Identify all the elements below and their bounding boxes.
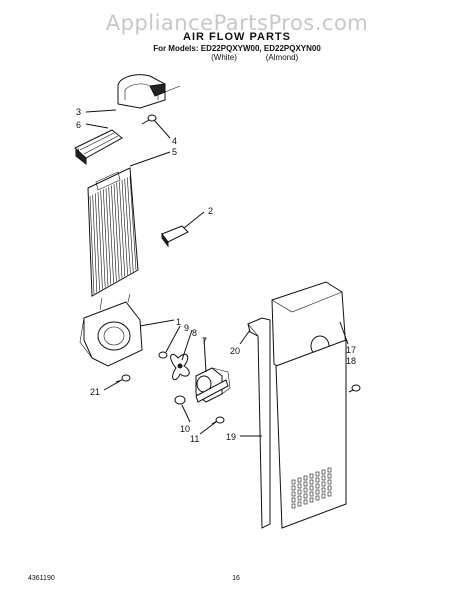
- cover-rib: [103, 189, 109, 287]
- callout-1: 1: [176, 317, 181, 327]
- part-screw-18: [348, 384, 361, 393]
- callout-8: 8: [192, 328, 197, 338]
- cover-rib: [111, 185, 117, 282]
- vent-slot: [303, 481, 308, 487]
- callout-18: 18: [346, 356, 356, 366]
- vent-slot: [291, 503, 296, 509]
- part-evaporator-cover: [87, 167, 139, 297]
- callout-9: 9: [184, 323, 189, 333]
- vent-slot: [321, 487, 326, 493]
- color-white-label: (White): [211, 53, 237, 62]
- cover-rib: [121, 179, 128, 275]
- callout-17: 17: [346, 345, 356, 355]
- part-screw-4: [141, 114, 157, 125]
- part-screw-11: [211, 416, 225, 425]
- callout-19: 19: [226, 432, 236, 442]
- part-fan-blade: [170, 353, 190, 381]
- model-numbers: For Models: ED22PQXYW00, ED22PQXYN00: [153, 44, 321, 53]
- vent-slot: [297, 477, 302, 483]
- vent-slot: [291, 485, 296, 491]
- cover-rib: [119, 181, 126, 277]
- part-fan-motor: [195, 367, 231, 403]
- vent-slot: [315, 495, 320, 501]
- vent-slot: [297, 489, 302, 495]
- cover-rib: [95, 193, 100, 291]
- cover-rib: [105, 187, 112, 285]
- vent-slot: [315, 489, 320, 495]
- callout-20: 20: [230, 346, 240, 356]
- callout-3: 3: [76, 107, 81, 117]
- cover-rib: [127, 177, 134, 272]
- vent-slot: [291, 479, 296, 485]
- callout-10: 10: [180, 424, 190, 434]
- vent-slot: [291, 497, 296, 503]
- vent-slot: [309, 497, 314, 503]
- vent-slot: [327, 467, 332, 473]
- color-almond-label: (Almond): [266, 53, 299, 62]
- cover-rib: [113, 183, 120, 280]
- footer-part-number: 4361190: [28, 575, 55, 582]
- part-insulation-strip: [247, 317, 271, 529]
- callout-6: 6: [76, 120, 81, 130]
- callout-5: 5: [172, 147, 177, 157]
- cover-rib: [92, 194, 98, 293]
- cover-rib: [108, 186, 114, 283]
- vent-slot: [303, 493, 308, 499]
- vent-slot: [291, 491, 296, 497]
- cover-rib: [124, 178, 131, 274]
- part-air-duct-housing: [117, 74, 181, 109]
- watermark-text: AppliancePartsPros.com: [106, 11, 369, 35]
- vent-slot: [309, 479, 314, 485]
- callout-21: 21: [90, 387, 100, 397]
- cover-rib: [89, 195, 95, 295]
- cover-rib: [116, 182, 123, 279]
- vent-slot: [321, 469, 326, 475]
- callout-labels: 3 6 4 5 2 1 9 8 7 20 17 18 21 10 11 19: [76, 107, 356, 444]
- callout-4: 4: [172, 136, 177, 146]
- vent-slot: [297, 501, 302, 507]
- vent-slot: [321, 481, 326, 487]
- vent-slot: [315, 483, 320, 489]
- part-grommet: [174, 395, 186, 405]
- vent-slot: [297, 483, 302, 489]
- cover-rib: [97, 191, 103, 290]
- vent-slot: [315, 471, 320, 477]
- callout-2: 2: [208, 206, 213, 216]
- vent-slot: [327, 485, 332, 491]
- part-nut: [158, 351, 168, 359]
- cover-rib: [129, 175, 137, 271]
- vent-slot: [321, 475, 326, 481]
- vent-slot: [327, 479, 332, 485]
- vent-slot: [327, 491, 332, 497]
- vent-slot: [303, 475, 308, 481]
- callout-11: 11: [190, 434, 199, 444]
- part-screw-21: [115, 374, 131, 383]
- footer-page-number: 16: [232, 575, 240, 582]
- vent-slot: [309, 491, 314, 497]
- callout-7: 7: [202, 336, 207, 346]
- page-title: AIR FLOW PARTS: [183, 31, 291, 43]
- vent-slot: [309, 485, 314, 491]
- leader-lines: [85, 109, 349, 437]
- part-fan-shroud: [79, 293, 143, 367]
- vent-slot: [303, 487, 308, 493]
- part-rear-panel: [271, 281, 347, 529]
- vent-slot: [297, 495, 302, 501]
- part-grille: [74, 129, 123, 166]
- cover-rib: [100, 190, 106, 288]
- vent-slot: [315, 477, 320, 483]
- vent-slot: [309, 473, 314, 479]
- vent-slot: [321, 493, 326, 499]
- vent-slot: [327, 473, 332, 479]
- part-damper: [161, 225, 189, 248]
- vent-slot: [303, 499, 308, 505]
